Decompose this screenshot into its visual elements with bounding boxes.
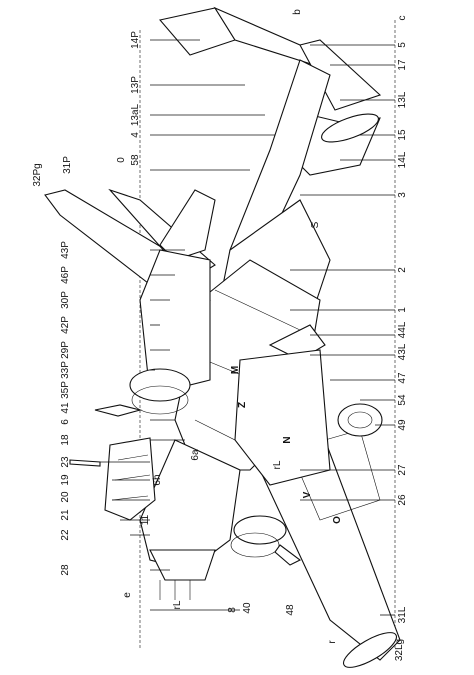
callout-21: 21	[60, 509, 71, 521]
callout-48: 48	[285, 604, 296, 616]
marking-rL: rL	[272, 460, 283, 469]
callout-4: 4	[130, 132, 141, 138]
callout-5: 5	[397, 42, 408, 48]
callout-22: 22	[60, 529, 71, 541]
right-engine-ring	[230, 532, 280, 558]
fuselage-frame-1	[214, 289, 301, 331]
callout-18: 18	[60, 434, 71, 446]
left-engine-intake	[129, 368, 191, 402]
left-nacelle-front	[159, 189, 216, 261]
callout-1: 1	[397, 307, 408, 313]
right-engine-intake	[233, 515, 287, 545]
left-propeller-blade	[94, 404, 143, 417]
callout-19: 19	[60, 474, 71, 486]
left-engine-ring	[131, 385, 189, 415]
callout-13aL: 13aL	[130, 103, 141, 126]
callout-31L: 31L	[397, 606, 408, 623]
right-leaders	[290, 44, 395, 616]
right-wingtip	[342, 632, 398, 668]
callout-54: 54	[397, 394, 408, 406]
marking-O: O	[332, 516, 343, 524]
callout-44L: 44L	[397, 321, 408, 338]
inner-markings: M Z N V O 6a 6h 11 rL S	[140, 221, 343, 525]
callout-6: 6	[60, 419, 71, 425]
callout-0: 0	[116, 157, 127, 163]
canopy-frame-1	[117, 454, 149, 461]
callout-35P: 35P	[60, 381, 71, 399]
callout-2: 2	[397, 267, 408, 273]
nose-cone	[149, 549, 216, 581]
callout-29P: 29P	[60, 341, 71, 359]
right-propeller-blade	[274, 544, 302, 566]
left-callout-labels: 14P 13P 13aL 4 0 58 32Pg 31P 43P 46P 30P…	[32, 31, 405, 661]
callout-15: 15	[397, 129, 408, 141]
marking-N: N	[282, 436, 293, 443]
callout-26: 26	[397, 494, 408, 506]
callout-58: 58	[130, 154, 141, 166]
right-callout-labels: b c 5 17 13L 15 14L 3 2 1 44L 43L 47 54 …	[292, 9, 408, 624]
right-nacelle	[234, 349, 331, 486]
marking-Z: Z	[237, 402, 248, 408]
antenna-mast	[69, 459, 101, 467]
marking-6h: 6h	[152, 474, 163, 485]
callout-40: 40	[242, 602, 253, 614]
callout-43P: 43P	[60, 241, 71, 259]
marking-V: V	[302, 491, 313, 498]
callout-r: r	[327, 640, 338, 644]
callout-27: 27	[397, 464, 408, 476]
callout-42P: 42P	[60, 316, 71, 334]
callout-46P: 46P	[60, 266, 71, 284]
callout-13P: 13P	[130, 76, 141, 94]
left-leaders	[100, 39, 275, 611]
callout-31P: 31P	[62, 156, 73, 174]
marking-11: 11	[140, 514, 151, 525]
marking-M: M	[230, 366, 241, 374]
marking-S: S	[310, 221, 321, 228]
callout-13L: 13L	[397, 91, 408, 108]
callout-23: 23	[60, 456, 71, 468]
callout-14L: 14L	[397, 151, 408, 168]
callout-28: 28	[60, 564, 71, 576]
callout-14P: 14P	[130, 31, 141, 49]
callout-32Lg: 32Lg	[394, 639, 405, 661]
callout-32Pg: 32Pg	[32, 163, 43, 186]
callout-c: c	[397, 16, 408, 21]
callout-41: 41	[60, 402, 71, 414]
callout-17: 17	[397, 59, 408, 71]
callout-20: 20	[60, 491, 71, 503]
callout-33P: 33P	[60, 361, 71, 379]
main-wheel	[337, 403, 383, 437]
main-wheel-hub	[347, 411, 373, 429]
marking-6a: 6a	[190, 449, 201, 461]
canopy-frame-3	[111, 495, 149, 501]
callout-rL: rL	[172, 600, 183, 609]
callout-49: 49	[397, 419, 408, 431]
fin-tip	[321, 113, 379, 143]
callout-3: 3	[397, 192, 408, 198]
callout-47: 47	[397, 372, 408, 384]
callout-b: b	[292, 9, 303, 15]
canopy-frame-2	[114, 474, 151, 481]
callout-e: e	[122, 592, 133, 598]
callout-43L: 43L	[397, 343, 408, 360]
callout-30P: 30P	[60, 291, 71, 309]
callout-8: 8	[227, 607, 238, 613]
